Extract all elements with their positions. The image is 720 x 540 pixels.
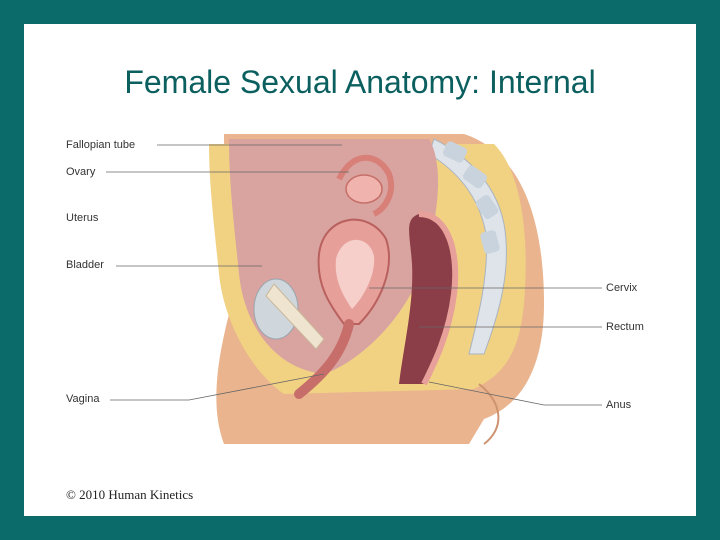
label-vagina: Vagina <box>66 393 100 405</box>
label-anus: Anus <box>606 399 632 411</box>
slide: Female Sexual Anatomy: Internal <box>24 24 696 516</box>
label-uterus: Uterus <box>66 212 99 224</box>
copyright-notice: © 2010 Human Kinetics <box>66 487 194 502</box>
fallopian-tube <box>336 154 395 217</box>
ovary <box>345 174 383 204</box>
label-bladder: Bladder <box>66 259 104 271</box>
label-fallopian-tube: Fallopian tube <box>66 139 136 151</box>
bladder <box>253 278 299 340</box>
uterine-cavity <box>335 239 375 309</box>
spine <box>428 138 507 355</box>
label-cervix: Cervix <box>606 282 638 294</box>
rectum-wall <box>418 211 459 386</box>
leader-lines <box>106 144 602 406</box>
pubic-bone <box>265 283 325 350</box>
label-rectum: Rectum <box>606 321 644 333</box>
buttock-curve <box>478 383 500 445</box>
label-ovary: Ovary <box>66 166 96 178</box>
vertebrae <box>442 141 500 254</box>
anatomy-illustration <box>106 134 602 445</box>
vaginal-canal <box>294 319 354 399</box>
page-title: Female Sexual Anatomy: Internal <box>124 64 596 100</box>
